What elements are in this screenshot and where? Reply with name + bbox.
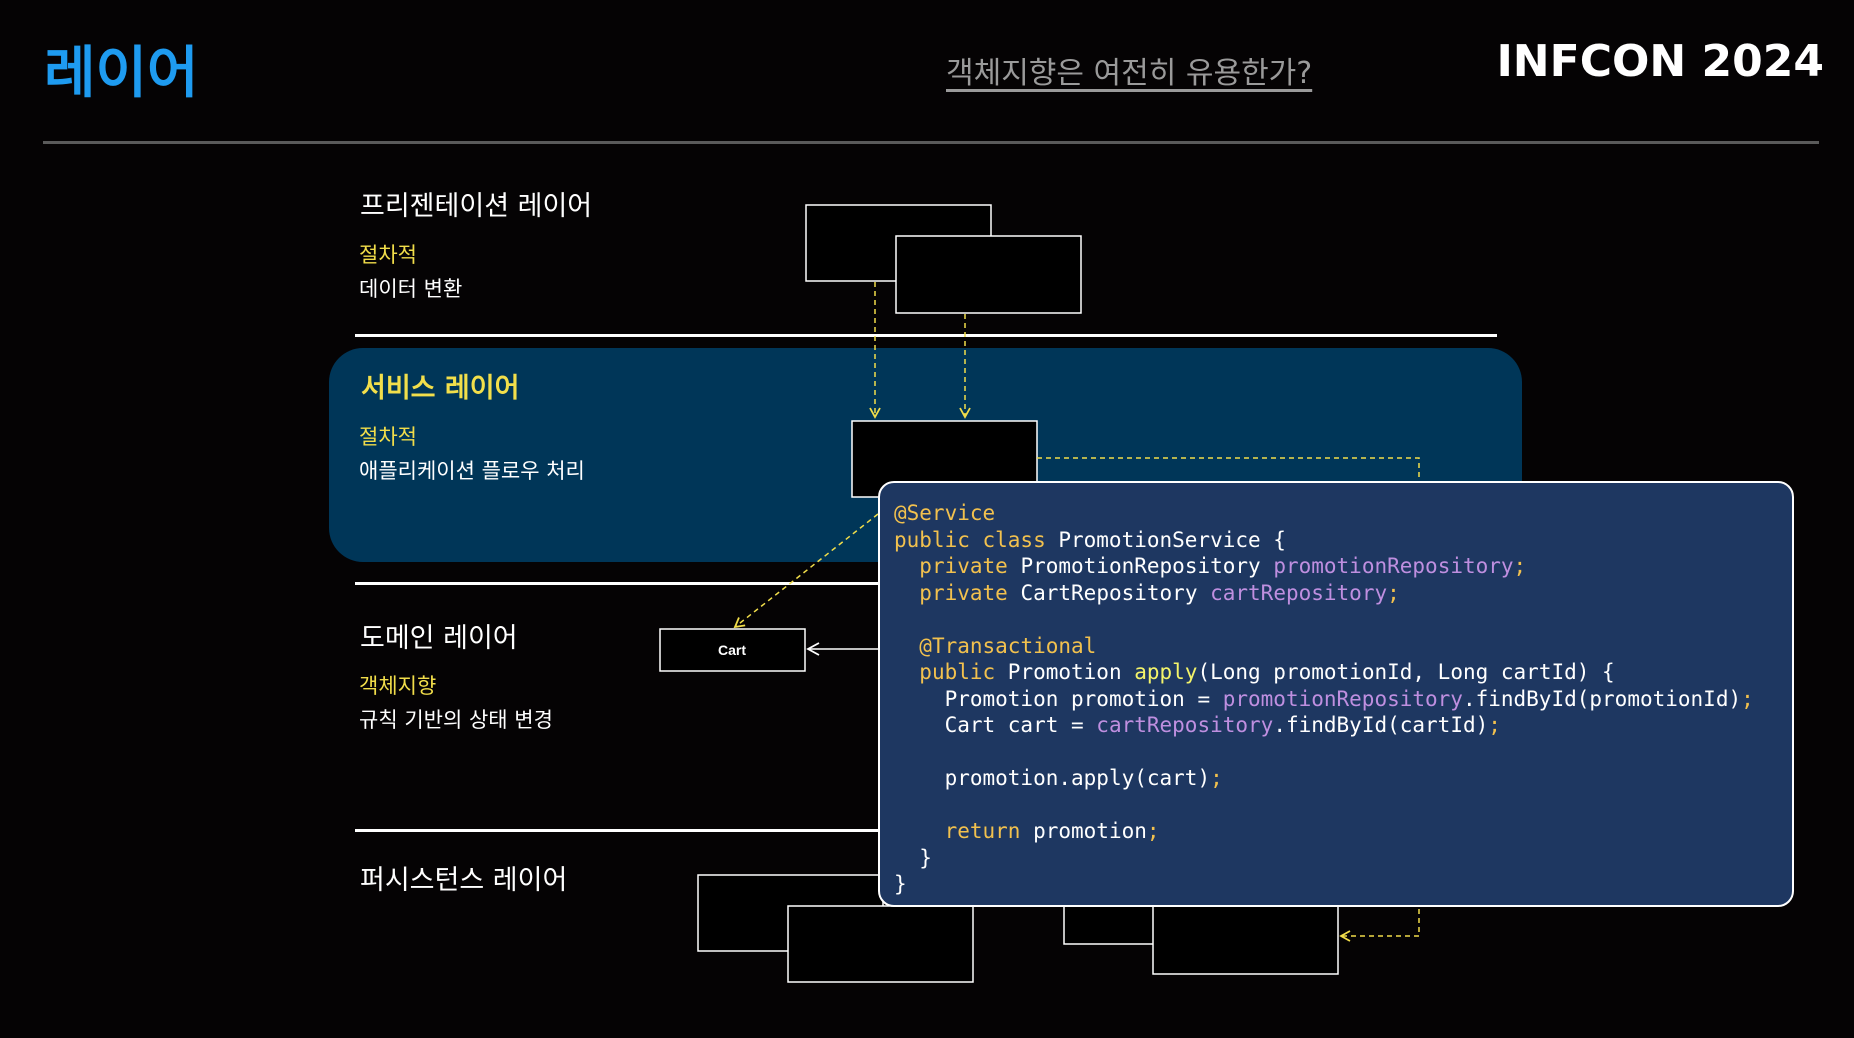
code-line-blank	[894, 606, 1778, 633]
domain-layer-desc: 규칙 기반의 상태 변경	[359, 708, 553, 732]
code-line: public Promotion apply(Long promotionId,…	[919, 660, 1615, 684]
cart-label: Cart	[718, 642, 746, 658]
cart-box	[659, 628, 806, 672]
code-line: public class PromotionService {	[894, 527, 1286, 552]
code-line: @Service	[894, 501, 996, 525]
presentation-layer-desc: 데이터 변환	[359, 277, 463, 301]
service-layer-title: 서비스 레이어	[361, 373, 520, 404]
service-layer-kind: 절차적	[359, 425, 417, 449]
domain-layer-kind: 객체지향	[359, 674, 437, 698]
arrow-service-to-cart	[733, 513, 879, 629]
header-divider	[43, 141, 1819, 144]
persistence-box-right-front	[1152, 898, 1339, 975]
presentation-box-front	[895, 235, 1082, 314]
conference-brand: INFCON 2024	[1496, 36, 1824, 87]
domain-layer-title: 도메인 레이어	[360, 623, 518, 654]
divider-domain-persistence	[355, 829, 879, 832]
code-line: private CartRepository cartRepository;	[919, 580, 1400, 605]
arrow-service-to-persistence-top	[1037, 457, 1420, 482]
arrow-into-persistence-right	[1339, 909, 1420, 942]
code-line: promotion.apply(cart);	[944, 766, 1223, 790]
code-line: private PromotionRepository promotionRep…	[919, 554, 1527, 578]
presentation-layer-kind: 절차적	[359, 243, 417, 267]
code-line-blank	[894, 739, 1778, 766]
code-line: }	[894, 872, 907, 896]
persistence-layer-title: 퍼시스턴스 레이어	[360, 865, 568, 896]
code-line: }	[894, 845, 932, 870]
page-title: 레이어	[44, 41, 199, 106]
service-layer-desc: 애플리케이션 플로우 처리	[359, 459, 585, 483]
presentation-layer-title: 프리젠테이션 레이어	[360, 191, 593, 222]
persistence-box-left-front	[787, 905, 974, 983]
code-line: Cart cart = cartRepository.findById(cart…	[944, 713, 1501, 737]
code-line: return promotion;	[944, 819, 1160, 843]
code-line-blank	[894, 792, 1778, 819]
talk-subtitle: 객체지향은 여전히 유용한가?	[946, 56, 1313, 91]
code-line: @Transactional	[919, 633, 1097, 658]
divider-service-domain	[355, 582, 879, 585]
divider-presentation-service	[355, 334, 1497, 337]
code-line: Promotion promotion = promotionRepositor…	[944, 686, 1754, 711]
